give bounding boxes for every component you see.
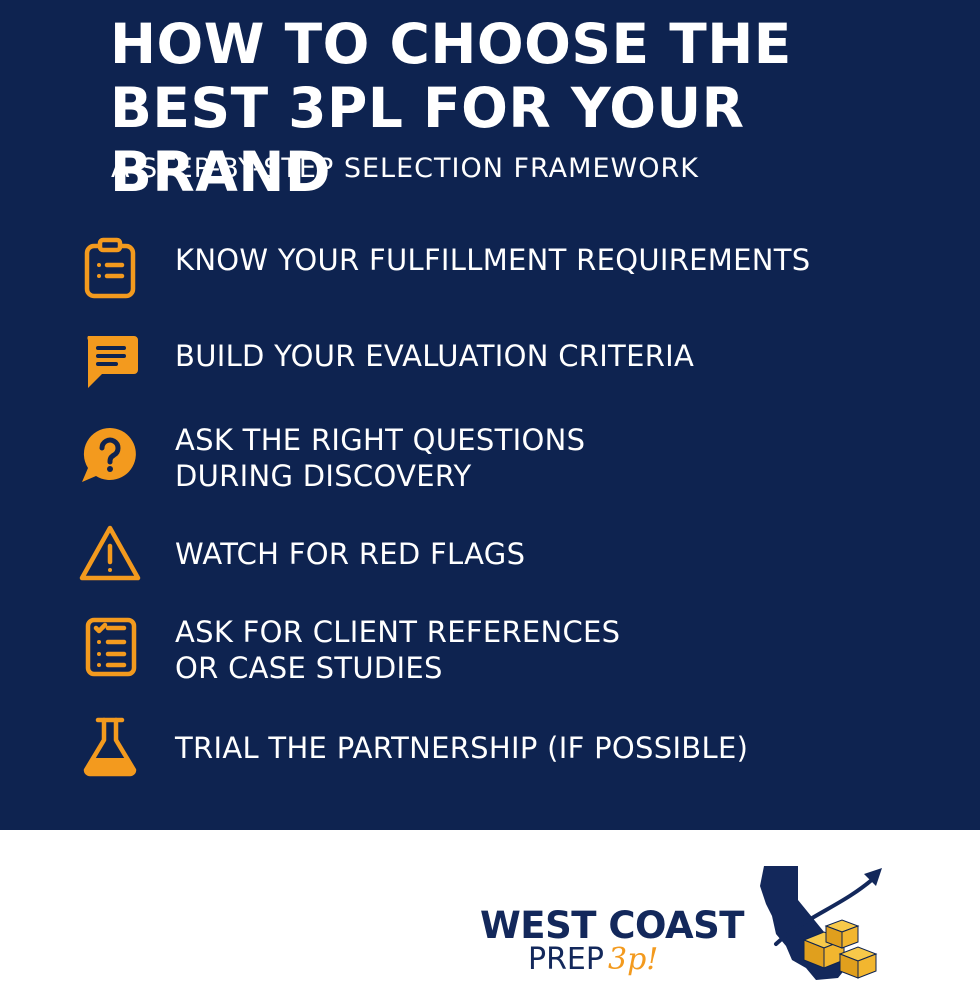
flask-icon [78,714,142,778]
step-label: BUILD YOUR EVALUATION CRITERIA [175,339,695,373]
hero-panel: HOW TO CHOOSE THE BEST 3PL FOR YOUR BRAN… [0,0,980,830]
page-title: HOW TO CHOOSE THE BEST 3PL FOR YOUR BRAN… [110,12,792,204]
warning-icon [78,522,142,586]
logo-wordmark-line1: WEST COAST [480,904,745,947]
logo-map-boxes-icon [746,856,896,980]
logo-prep-text: PREP [528,942,604,977]
step-label: ASK THE RIGHT QUESTIONS DURING DISCOVERY [175,423,586,493]
clipboard-icon [78,236,142,300]
page-subtitle: A STEP-BY-STEP SELECTION FRAMEWORK [111,153,699,184]
chat-bubble-icon [78,330,142,394]
logo-accent-text: 3p! [607,942,659,977]
step-label: ASK FOR CLIENT REFERENCES OR CASE STUDIE… [175,615,621,685]
question-bubble-icon [78,424,142,488]
checklist-icon [78,614,142,678]
step-label: KNOW YOUR FULFILLMENT REQUIREMENTS [175,243,811,277]
step-label: WATCH FOR RED FLAGS [175,537,526,571]
step-label: TRIAL THE PARTNERSHIP (IF POSSIBLE) [175,731,749,765]
